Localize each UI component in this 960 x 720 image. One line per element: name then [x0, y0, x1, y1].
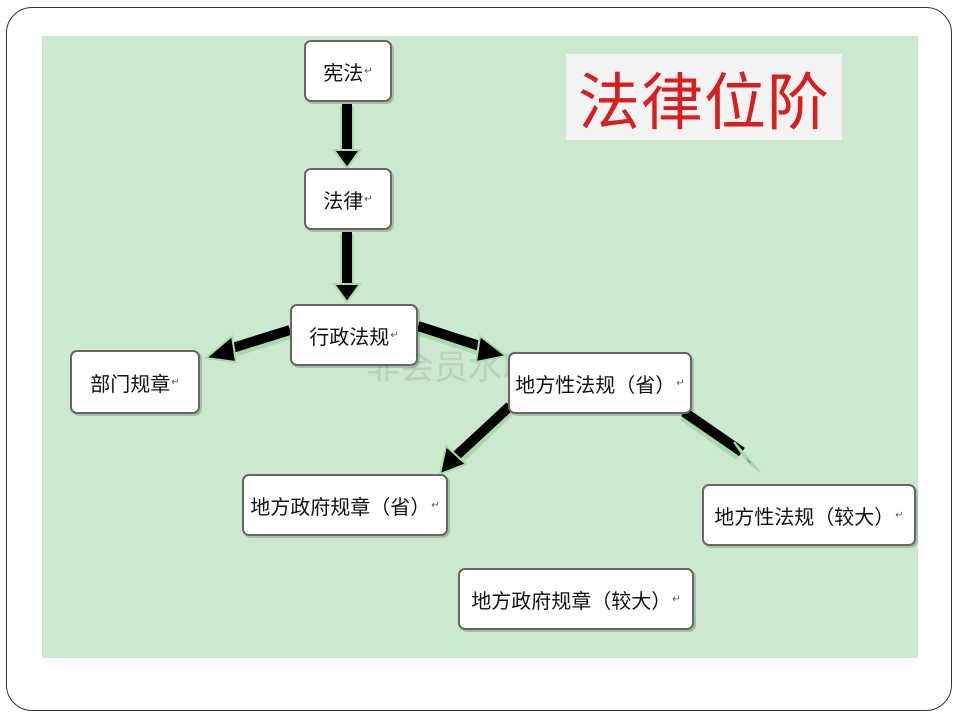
- return-mark: ↵: [390, 329, 399, 341]
- node-admin-regulations-label: 行政法规: [309, 324, 390, 349]
- title-box: 法律位阶: [566, 54, 842, 140]
- arrow-admin-to-local-province: [415, 321, 509, 364]
- node-constitution: 宪法↵: [304, 40, 392, 102]
- node-law: 法律↵: [304, 168, 392, 230]
- return-mark: ↵: [895, 509, 904, 521]
- arrow-law-to-admin-regulations: [332, 232, 362, 304]
- arrow-local-province-to-larger-city: [679, 407, 761, 473]
- return-mark: ↵: [171, 376, 180, 388]
- return-mark: ↵: [364, 193, 373, 205]
- arrow-admin-to-departmental: [203, 325, 293, 364]
- node-local-regulations-province: 地方性法规（省）↵: [508, 352, 692, 414]
- arrow-constitution-to-law: [332, 104, 362, 170]
- node-local-gov-rules-larger-city: 地方政府规章（较大）↵: [458, 568, 694, 630]
- node-constitution-label: 宪法: [323, 60, 364, 85]
- node-departmental-rules-label: 部门规章: [90, 371, 171, 396]
- node-departmental-rules: 部门规章↵: [70, 350, 200, 414]
- node-local-regulations-larger-city: 地方性法规（较大）↵: [702, 484, 916, 546]
- return-mark: ↵: [676, 377, 685, 389]
- node-law-label: 法律: [323, 188, 364, 213]
- node-local-gov-rules-province-label: 地方政府规章（省）: [250, 494, 431, 519]
- return-mark: ↵: [672, 593, 681, 605]
- node-admin-regulations: 行政法规↵: [290, 304, 418, 366]
- node-local-regulations-larger-city-label: 地方性法规（较大）: [714, 504, 895, 529]
- node-local-gov-rules-province: 地方政府规章（省）↵: [242, 474, 448, 536]
- return-mark: ↵: [431, 499, 440, 511]
- slide-title: 法律位阶: [577, 66, 830, 139]
- return-mark: ↵: [364, 65, 373, 77]
- node-local-regulations-province-label: 地方性法规（省）: [515, 372, 676, 397]
- node-local-gov-rules-larger-city-label: 地方政府规章（较大）: [471, 588, 672, 613]
- arrow-local-province-to-gov-rules-province: [438, 402, 515, 476]
